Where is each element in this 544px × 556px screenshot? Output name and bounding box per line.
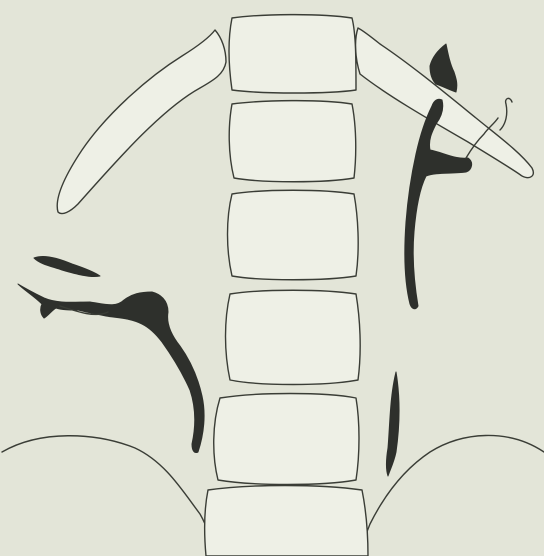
vertebra-l3 xyxy=(228,190,359,280)
vertebra-l1 xyxy=(229,15,356,93)
vertebra-l2 xyxy=(229,101,356,182)
vertebra-l4 xyxy=(226,290,361,384)
sacrum-top xyxy=(205,486,368,556)
vertebra-l5 xyxy=(214,394,359,485)
